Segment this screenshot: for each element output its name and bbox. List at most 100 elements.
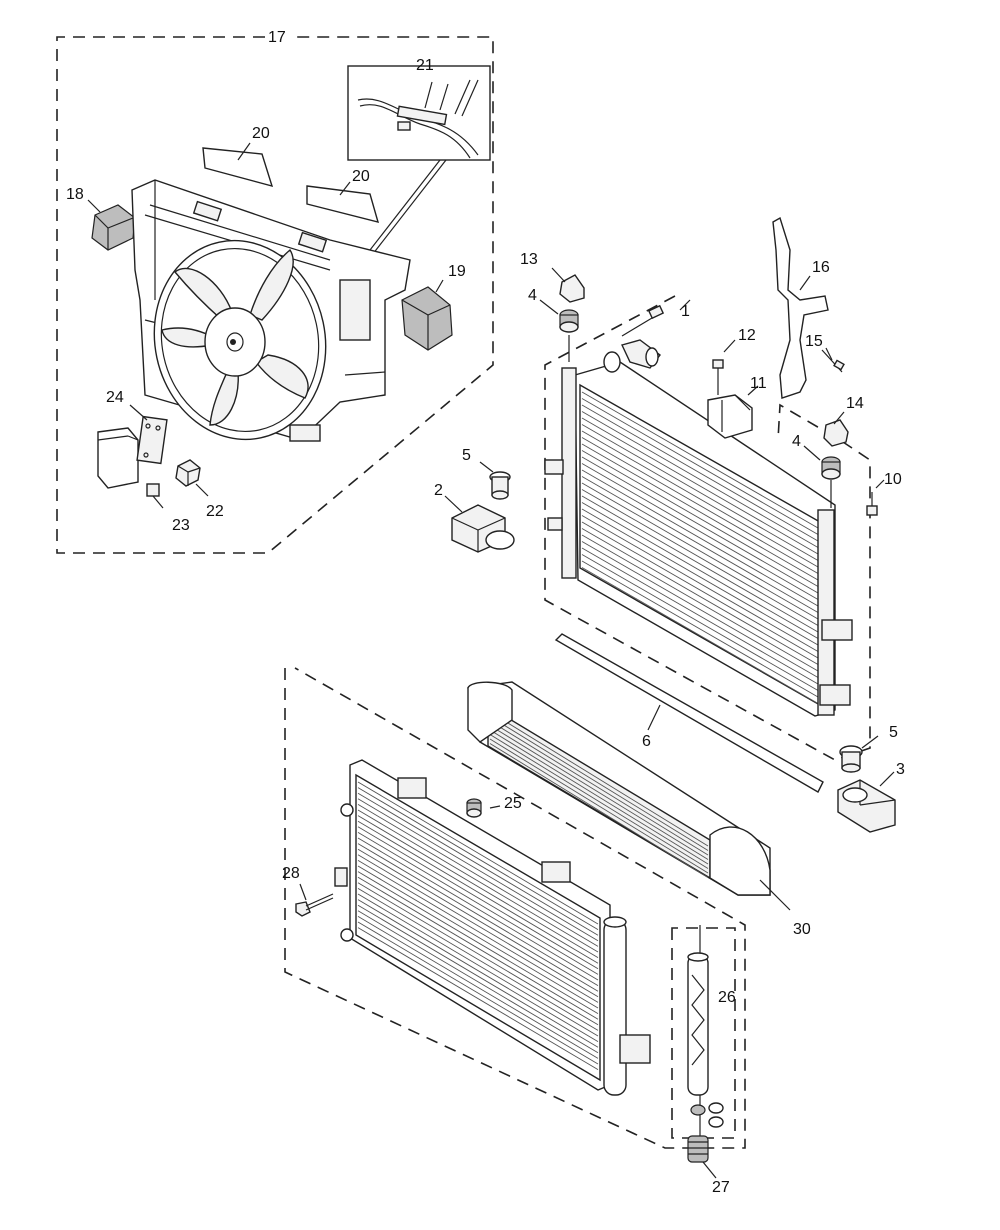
fin-line xyxy=(357,826,599,970)
fan-assembly-group: 17 21 20 20 xyxy=(56,29,494,554)
fin-line xyxy=(581,463,819,600)
fin-line xyxy=(581,450,819,587)
fin-line xyxy=(581,541,819,678)
fin-line xyxy=(581,404,819,542)
fin-line xyxy=(489,743,709,878)
fin-line xyxy=(581,528,819,665)
fin-line xyxy=(489,711,709,847)
fin-line xyxy=(581,417,819,555)
fin-line xyxy=(581,515,819,652)
fin-line xyxy=(581,554,819,691)
fin-line xyxy=(357,798,599,942)
foam-strip-upper xyxy=(202,142,274,188)
hose-fitting-parts xyxy=(603,304,665,373)
fin-line xyxy=(357,888,599,1031)
callout-15: 15 xyxy=(805,333,823,350)
radiator-boundary xyxy=(544,295,871,761)
fin-line xyxy=(581,411,819,548)
fin-line xyxy=(581,456,819,594)
callout-20-upper: 20 xyxy=(252,125,270,142)
upper-bracket-part-13 xyxy=(551,267,585,303)
fin-line xyxy=(357,787,599,930)
mount-bush-part-left xyxy=(539,299,579,362)
lower-bracket-part-2 xyxy=(444,495,515,553)
callout-5-left: 5 xyxy=(462,447,471,464)
bracket-part-11 xyxy=(707,385,759,439)
callout-25: 25 xyxy=(504,795,522,812)
condenser-group: 30 25 28 xyxy=(282,667,811,1196)
foam-strip-lower xyxy=(306,181,380,223)
fin-line xyxy=(357,927,599,1070)
fin-line xyxy=(357,871,599,1014)
receiver-drier-part-26 xyxy=(687,952,724,1128)
fin-line xyxy=(489,716,709,851)
fin-line xyxy=(357,792,599,936)
relay-part xyxy=(175,459,209,497)
callout-18: 18 xyxy=(66,186,84,203)
fin-line xyxy=(357,815,599,958)
callout-22: 22 xyxy=(206,503,224,520)
fin-line xyxy=(581,476,819,613)
callout-4-right: 4 xyxy=(792,433,801,450)
callout-3: 3 xyxy=(896,761,905,778)
fin-line xyxy=(357,882,599,1026)
fin-line xyxy=(581,469,819,607)
callout-6: 6 xyxy=(642,733,651,750)
callout-19: 19 xyxy=(448,263,466,280)
fan-assembly-boundary xyxy=(56,36,494,554)
callout-13: 13 xyxy=(520,251,538,268)
callout-10: 10 xyxy=(884,471,902,488)
intercooler-part-30 xyxy=(467,681,791,911)
seal-strip-part-6 xyxy=(554,633,824,793)
wiring-harness-part xyxy=(357,79,479,159)
fin-line xyxy=(489,720,709,856)
fin-line xyxy=(357,893,599,1037)
fin-line xyxy=(581,508,819,646)
fin-line xyxy=(581,560,819,698)
cooling-fan-part xyxy=(153,239,327,441)
callout-4-left: 4 xyxy=(528,287,537,304)
fin-line xyxy=(357,837,599,981)
condenser-core-part xyxy=(334,759,651,1096)
upper-bracket-part-14 xyxy=(823,411,849,447)
fin-line xyxy=(357,843,599,986)
callout-27: 27 xyxy=(712,1179,730,1196)
fin-line xyxy=(581,430,819,568)
fin-line xyxy=(581,534,819,672)
screw-part-10 xyxy=(866,479,885,516)
mount-bush-part-right xyxy=(803,445,841,508)
fin-line xyxy=(357,916,599,1059)
fin-line xyxy=(581,567,819,704)
callout-1: 1 xyxy=(681,303,690,320)
fin-line xyxy=(581,495,819,633)
fin-line xyxy=(489,738,709,874)
callout-28: 28 xyxy=(282,865,300,882)
grommet-part-right xyxy=(839,735,879,773)
drain-plug-part-25 xyxy=(466,798,501,818)
fin-line xyxy=(581,502,819,639)
fin-line xyxy=(581,424,819,561)
rubber-pad-part xyxy=(401,279,453,351)
callout-5-right: 5 xyxy=(889,724,898,741)
fin-line xyxy=(581,547,819,685)
callout-17: 17 xyxy=(268,29,286,46)
fin-line xyxy=(357,860,599,1003)
callout-30: 30 xyxy=(793,921,811,938)
intercooler-fins xyxy=(489,711,709,878)
fin-line xyxy=(489,734,709,869)
fin-line xyxy=(357,865,599,1009)
fin-line xyxy=(581,482,819,620)
filter-plug-part-27 xyxy=(687,1135,717,1179)
mounting-bracket-part-16 xyxy=(772,216,829,399)
callout-14: 14 xyxy=(846,395,864,412)
callout-26: 26 xyxy=(718,989,736,1006)
fuse-part xyxy=(146,483,164,509)
callout-2: 2 xyxy=(434,482,443,499)
fin-line xyxy=(357,781,599,925)
rubber-block-part xyxy=(87,199,136,251)
fin-line xyxy=(357,910,599,1054)
fin-line xyxy=(581,489,819,626)
fan-control-module-part xyxy=(97,404,168,489)
fin-line xyxy=(581,398,819,535)
fin-line xyxy=(581,437,819,574)
